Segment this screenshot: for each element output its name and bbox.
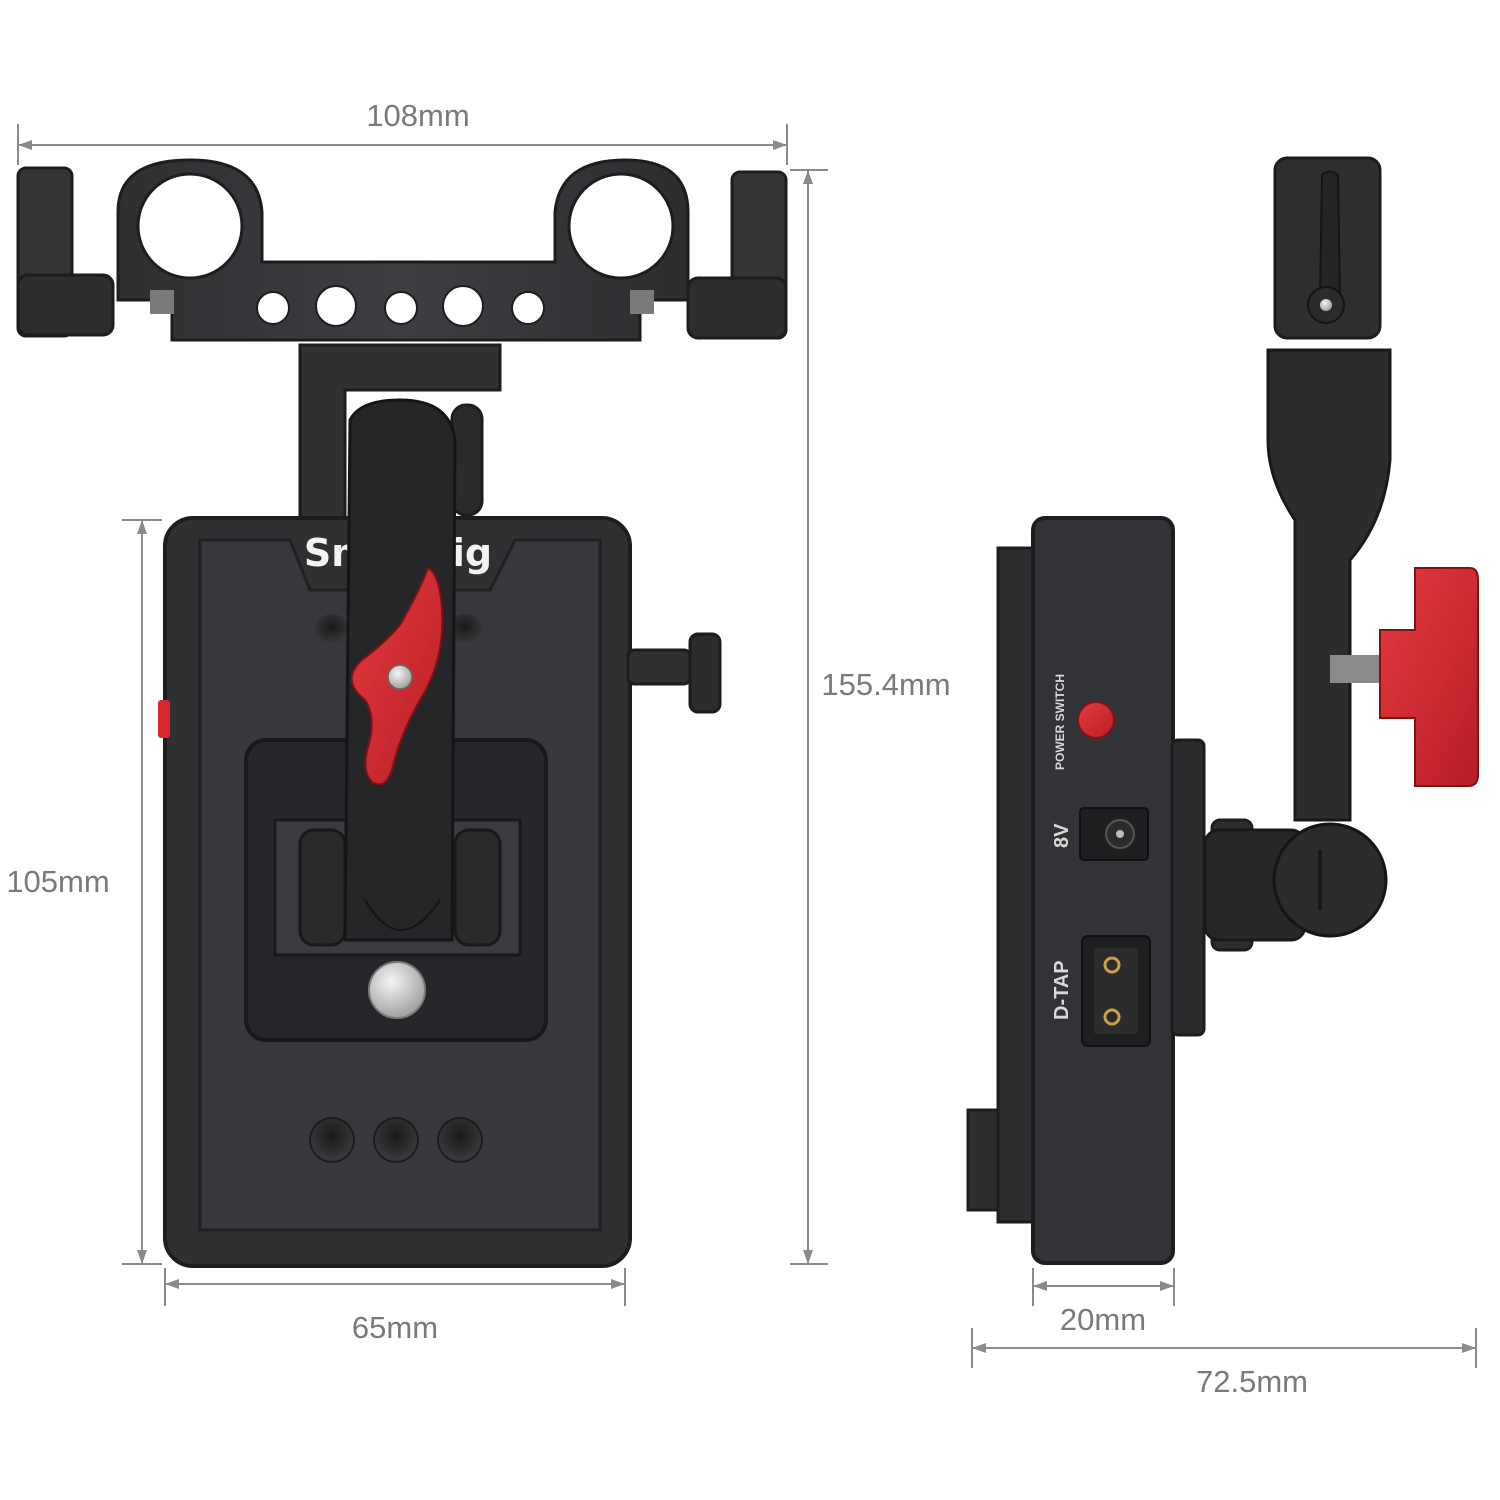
power-switch: POWER SWITCH [1053,674,1115,770]
dtap-port: D-TAP [1051,935,1151,1047]
side-view: POWER SWITCH 8V D-TAP [966,156,1479,1399]
clamp-holes [256,285,545,327]
red-side-knob [1330,567,1479,787]
plate-width-label: 65mm [352,1310,438,1345]
dim-side-total: 72.5mm [971,1328,1477,1399]
dim-plate-width: 65mm [164,1268,626,1345]
side-total-label: 72.5mm [1196,1364,1308,1399]
overall-width-label: 108mm [366,98,469,133]
dim-plate-height: 105mm [6,519,162,1265]
front-view: SmallRig [6,98,950,1345]
side-body [1031,516,1206,1265]
plate-height-label: 105mm [6,864,109,899]
dtap-label: D-TAP [1051,960,1073,1020]
dim-overall-width: 108mm [17,98,788,165]
center-screw [368,961,426,1019]
dim-side-depth: 20mm [1032,1268,1175,1337]
dc-out-label: 8V [1051,823,1073,848]
bottom-holes [309,1117,483,1163]
power-switch-label: POWER SWITCH [1053,674,1067,770]
overall-height-label: 155.4mm [821,667,950,702]
dc-out-port: 8V [1051,807,1149,861]
side-lock-knob [626,648,692,686]
pivot-knob [1272,822,1388,938]
rod-clamp [16,158,788,342]
side-depth-label: 20mm [1060,1302,1146,1337]
side-arm [1203,156,1392,952]
red-lock-lever [350,566,444,786]
side-release-button [158,700,170,738]
dim-overall-height: 155.4mm [790,169,951,1265]
